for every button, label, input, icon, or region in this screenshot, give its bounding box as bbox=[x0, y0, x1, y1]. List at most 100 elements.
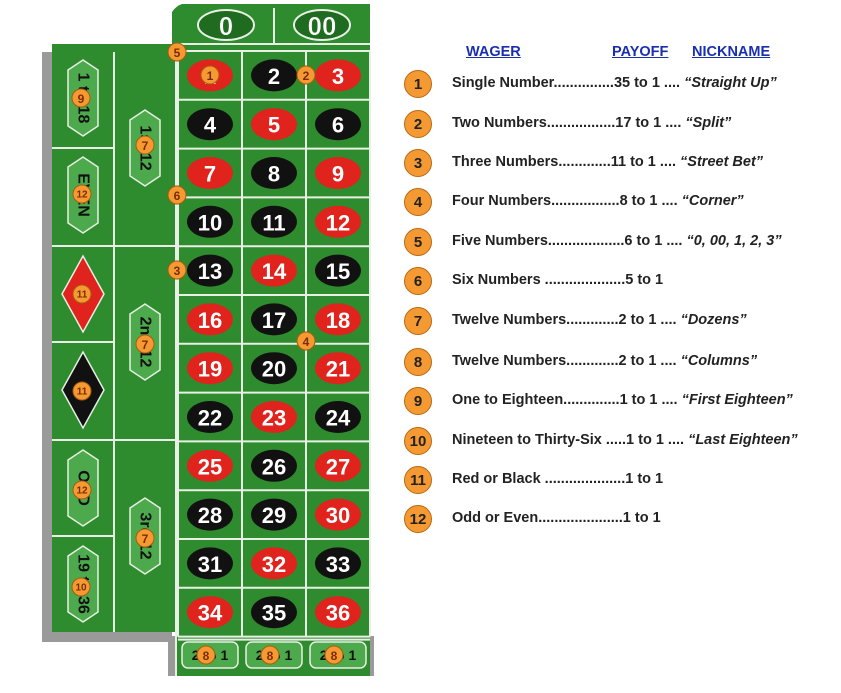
number-cell-8 bbox=[251, 157, 297, 189]
number-label-11: 11 bbox=[262, 210, 285, 235]
bet-marker-dozen-1 bbox=[135, 135, 155, 155]
nickname-text: “Street Bet” bbox=[680, 154, 764, 170]
number-label-27: 27 bbox=[326, 454, 350, 479]
number-label-28: 28 bbox=[198, 503, 222, 528]
legend-row: 4 Four Numbers.................8 to 1 ..… bbox=[400, 188, 830, 218]
wager-payoff-text: Nineteen to Thirty-Six .....1 to 1 .... bbox=[452, 432, 685, 448]
number-cell-22 bbox=[187, 401, 233, 433]
wager-text: One to Eighteen..............1 to 1 ....… bbox=[452, 392, 793, 408]
number-cell-33 bbox=[315, 547, 361, 580]
number-label-20: 20 bbox=[262, 357, 286, 382]
number-cell-10 bbox=[187, 205, 233, 238]
number-label-9: 9 bbox=[332, 162, 344, 187]
wager-payoff-text: Four Numbers.................8 to 1 .... bbox=[452, 193, 678, 209]
number-cell-36 bbox=[315, 596, 361, 629]
number-label-13: 13 bbox=[198, 259, 222, 284]
number-cell-15 bbox=[315, 254, 361, 287]
bet-number-badge: 4 bbox=[404, 188, 432, 216]
legend-row: 10 Nineteen to Thirty-Six .....1 to 1 ..… bbox=[400, 427, 830, 457]
wager-payoff-text: Two Numbers.................17 to 1 .... bbox=[452, 115, 682, 131]
number-cell-23 bbox=[251, 401, 297, 433]
nickname-text: “Last Eighteen” bbox=[688, 432, 798, 448]
bet-number-badge: 10 bbox=[404, 427, 432, 455]
zero-0-label: 0 bbox=[219, 11, 233, 41]
number-cell-27 bbox=[315, 449, 361, 482]
bet-marker-label-street-13: 3 bbox=[174, 264, 181, 278]
bet-marker-one-to-eighteen bbox=[71, 88, 91, 108]
legend-row: 5 Five Numbers...................6 to 1 … bbox=[400, 228, 830, 258]
number-cell-29 bbox=[251, 498, 297, 531]
wager-text: Odd or Even.....................1 to 1 bbox=[452, 510, 661, 526]
number-label-21: 21 bbox=[326, 357, 350, 382]
number-label-16: 16 bbox=[198, 308, 222, 333]
bet-marker-label-one-to-eighteen: 9 bbox=[78, 92, 85, 106]
legend-row: 9 One to Eighteen..............1 to 1 ..… bbox=[400, 387, 830, 417]
wager-payoff-text: Three Numbers.............11 to 1 .... bbox=[452, 154, 677, 170]
roulette-table: 0001234567891011121314151617181920212223… bbox=[42, 4, 374, 676]
bet-marker-column-3 bbox=[324, 645, 344, 665]
bet-marker-red-diamond bbox=[72, 284, 92, 304]
wager-text: Five Numbers...................6 to 1 ..… bbox=[452, 233, 782, 249]
number-label-4: 4 bbox=[204, 113, 217, 138]
number-cell-31 bbox=[187, 547, 233, 580]
number-cell-17 bbox=[251, 303, 297, 336]
number-cell-21 bbox=[315, 352, 361, 385]
nickname-text: “Columns” bbox=[680, 353, 758, 369]
number-label-2: 2 bbox=[268, 64, 280, 89]
bet-marker-even bbox=[72, 184, 92, 204]
bet-marker-label-dozen-3: 7 bbox=[142, 532, 149, 546]
header-payoff: PAYOFF bbox=[612, 44, 669, 60]
wager-text: Single Number...............35 to 1 ....… bbox=[452, 75, 777, 91]
wager-payoff-text: Six Numbers ....................5 to 1 bbox=[452, 272, 664, 288]
bet-number-badge: 1 bbox=[404, 70, 432, 98]
bet-marker-label-column-1: 8 bbox=[203, 649, 210, 663]
number-cell-13 bbox=[187, 254, 233, 287]
bet-number-badge: 5 bbox=[404, 228, 432, 256]
bet-marker-street-13 bbox=[167, 260, 187, 280]
number-cell-2 bbox=[251, 59, 297, 92]
number-label-23: 23 bbox=[262, 406, 286, 431]
number-cell-19 bbox=[187, 352, 233, 385]
number-cell-9 bbox=[315, 157, 361, 189]
bet-marker-column-2 bbox=[260, 645, 280, 665]
number-label-17: 17 bbox=[262, 308, 286, 333]
number-label-12: 12 bbox=[326, 210, 350, 235]
bet-number-badge: 7 bbox=[404, 307, 432, 335]
nickname-text: “0, 00, 1, 2, 3” bbox=[686, 233, 782, 249]
number-cell-6 bbox=[315, 108, 361, 141]
number-label-19: 19 bbox=[198, 357, 222, 382]
wager-text: Three Numbers.............11 to 1 .... “… bbox=[452, 154, 763, 170]
bet-number-badge: 2 bbox=[404, 110, 432, 138]
bet-marker-label-dozen-1: 7 bbox=[142, 139, 149, 153]
bet-marker-black-diamond bbox=[72, 381, 92, 401]
number-cell-25 bbox=[187, 449, 233, 482]
number-cell-30 bbox=[315, 498, 361, 531]
bet-marker-label-number-1: 1 bbox=[207, 69, 214, 83]
bet-marker-label-dozen-2: 7 bbox=[142, 338, 149, 352]
wager-payoff-text: Five Numbers...................6 to 1 ..… bbox=[452, 233, 683, 249]
number-cell-34 bbox=[187, 596, 233, 629]
header-wager: WAGER bbox=[466, 44, 521, 60]
number-cell-14 bbox=[251, 254, 297, 287]
number-cell-28 bbox=[187, 498, 233, 531]
number-label-25: 25 bbox=[198, 454, 222, 479]
legend-row: 12 Odd or Even.....................1 to … bbox=[400, 505, 830, 535]
bet-marker-corner-17-21 bbox=[296, 331, 316, 351]
legend-row: 11 Red or Black ....................1 to… bbox=[400, 466, 830, 496]
bet-number-badge: 6 bbox=[404, 267, 432, 295]
bet-marker-label-column-2: 8 bbox=[267, 649, 274, 663]
number-label-32: 32 bbox=[262, 552, 286, 577]
wager-payoff-text: One to Eighteen..............1 to 1 .... bbox=[452, 392, 678, 408]
nickname-text: “Corner” bbox=[681, 193, 744, 209]
nickname-text: “Split” bbox=[685, 115, 732, 131]
bet-marker-number-1 bbox=[200, 65, 220, 85]
zero-0-pocket bbox=[197, 9, 255, 41]
number-label-8: 8 bbox=[268, 162, 280, 187]
bet-marker-split-2-3 bbox=[296, 65, 316, 85]
bet-marker-odd bbox=[72, 480, 92, 500]
bet-marker-label-red-diamond: 11 bbox=[77, 290, 88, 301]
legend-row: 7 Twelve Numbers.............2 to 1 ....… bbox=[400, 307, 830, 337]
wager-payoff-text: Single Number...............35 to 1 .... bbox=[452, 75, 681, 91]
number-label-3: 3 bbox=[332, 64, 344, 89]
number-label-22: 22 bbox=[198, 406, 222, 431]
